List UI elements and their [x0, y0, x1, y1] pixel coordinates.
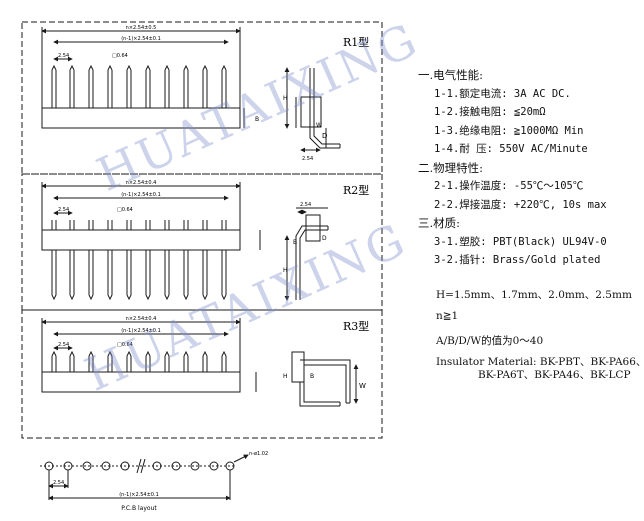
pcb-layout: [40, 454, 249, 501]
spec-soldering-temp: 2-2.焊接温度: +220℃, 10s max: [434, 198, 607, 211]
spec-physical-title: 二.物理特性:: [418, 160, 484, 175]
r1-pin-size: □0.64: [112, 53, 128, 59]
r3-dim-pitch: (n-1)×2.54±0.1: [121, 328, 161, 334]
spec-plastic: 3-1.塑胶: PBT(Black) UL94V-0: [434, 235, 607, 248]
r2-pitch: 2.54: [58, 207, 69, 213]
r2-pin-size: □0.64: [117, 207, 133, 213]
note-insulator-line1: Insulator Material: BK-PBT、BK-PA66、: [436, 356, 644, 368]
r3-label: R3型: [343, 319, 369, 333]
frame-r2: [21, 173, 383, 311]
spec-contact-resistance: 1-2.接触电阻: ≦20mΩ: [434, 106, 546, 118]
spec-material-title: 三.材质:: [418, 216, 461, 230]
r1-side-w: W: [316, 122, 322, 129]
r1-label: R1型: [343, 35, 369, 49]
spec-rated-current: 1-1.额定电流: 3A AC DC.: [434, 87, 571, 100]
r3-side-h: H: [283, 373, 288, 380]
r1-pitch: 2.54: [58, 53, 69, 59]
pcb-hole-size: n-ø1.02: [249, 451, 268, 457]
r1-side-pitch: 2.54: [302, 156, 313, 162]
r2-dim-total: n×2.54±0.4: [126, 180, 157, 186]
note-abdw: A/B/D/W的值为0～40: [436, 335, 544, 347]
note-insulator-line2: BK-PA6T、BK-PA46、BK-LCP: [478, 369, 631, 381]
pcb-pitch: 2.54: [53, 480, 64, 486]
r3-side-b: B: [310, 373, 314, 380]
r3-side-w: W: [359, 382, 366, 390]
frame-r1: [21, 21, 383, 175]
spec-operating-temp: 2-1.操作温度: -55℃～105℃: [434, 180, 584, 192]
r2-side-b: B: [293, 239, 297, 246]
r1-dim-total: n×2.54±0.5: [126, 25, 157, 31]
r2-side-d: D: [322, 235, 327, 242]
frame-r3: [21, 309, 383, 439]
r2-label: R2型: [343, 183, 369, 197]
r2-front-view: [41, 182, 261, 301]
r1-side-view: [284, 67, 341, 153]
r3-dim-total: n×2.54±0.4: [126, 316, 157, 322]
pcb-caption: P.C.B layout: [121, 505, 157, 512]
spec-electrical-title: 一.电气性能:: [418, 68, 484, 82]
r3-pin-size: □0.64: [117, 342, 133, 348]
r2-dim-pitch: (n-1)×2.54±0.1: [121, 192, 161, 198]
r1-side-b: B: [255, 116, 259, 123]
r3-side-view: [291, 351, 359, 407]
r3-front-view: [41, 318, 257, 393]
r1-side-h: H: [283, 95, 288, 102]
r2-side-view: [284, 207, 329, 301]
r2-side-h: H: [283, 267, 288, 274]
note-h-values: H=1.5mm、1.7mm、2.0mm、2.5mm: [436, 289, 632, 301]
spec-insulation-resistance: 1-3.绝缘电阻: ≧1000MΩ Min: [434, 124, 584, 137]
spec-withstand-voltage: 1-4.耐 压: 550V AC/Minute: [434, 143, 588, 155]
r2-side-pitch: 2.54: [300, 202, 311, 208]
r3-pitch: 2.54: [58, 342, 69, 348]
spec-list: 一.电气性能: 1-1.额定电流: 3A AC DC. 1-2.接触电阻: ≦2…: [418, 66, 644, 270]
r1-front-view: [41, 27, 245, 129]
note-n-min: n≧1: [436, 310, 459, 322]
pcb-dim-pitch: (n-1)×2.54±0.1: [119, 492, 159, 498]
spec-pin: 3-2.插针: Brass/Gold plated: [434, 254, 601, 266]
r1-dim-pitch: (n-1)×2.54±0.1: [121, 36, 161, 42]
r1-side-d: D: [322, 132, 327, 140]
